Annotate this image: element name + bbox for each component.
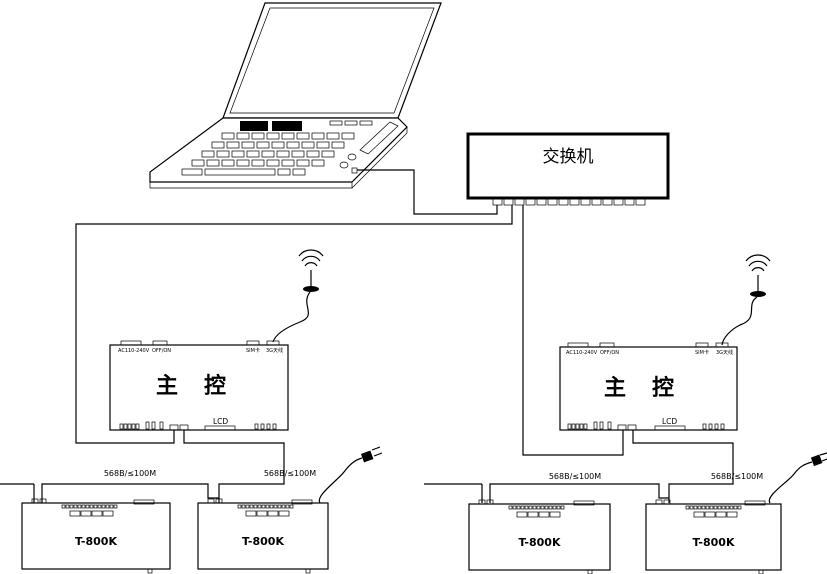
device-body [21, 502, 171, 570]
port-lcd-label: LCD [662, 417, 677, 426]
terminal-blocks [516, 511, 561, 518]
terminal-blocks [245, 510, 290, 517]
power-connector [291, 499, 313, 505]
ethernet-port [478, 499, 486, 505]
switch-controller-left-cable [75, 205, 513, 444]
controller-body [109, 344, 289, 431]
switch-controller-right-cable [522, 205, 624, 456]
laptop-side-port [359, 121, 399, 155]
controller-title: 主 控 [156, 373, 228, 399]
port-ac-label: AC110-240V [118, 348, 150, 354]
port-onoff-label: OFF/ON [600, 350, 619, 356]
controller-right: AC110-240V OFF/ON SIM卡 3G天线 主 控 LCD [559, 254, 771, 431]
power-connector [133, 499, 155, 505]
network-switch: 交换机 [466, 132, 670, 206]
connector-strip [237, 504, 294, 509]
ethernet-port [39, 498, 47, 504]
laptop-screen [222, 2, 442, 119]
terminal-blocks [693, 511, 738, 518]
device-body [645, 503, 782, 571]
laptop-switch-cable [357, 169, 498, 215]
device-chain-left-cable [41, 483, 219, 503]
speaker-grill-right [272, 121, 302, 131]
device-label: T-800K [519, 536, 561, 549]
ethernet-port [207, 498, 215, 504]
power-connector [573, 500, 595, 506]
controller-title: 主 控 [604, 375, 676, 401]
port-sim-label: SIM卡 [695, 349, 709, 356]
device-t800k: T-800K [197, 498, 329, 574]
cable-label: 568B/≤100M [711, 472, 763, 481]
connector-strip [685, 505, 742, 510]
connector-strip [61, 504, 118, 509]
device-label: T-800K [75, 535, 117, 548]
ethernet-port [663, 499, 671, 505]
device-label: T-800K [242, 535, 284, 548]
controller-right-device-2-cable [632, 430, 734, 503]
power-plug-icon [318, 446, 383, 504]
ethernet-port [215, 498, 223, 504]
port-ac-label: AC110-240V [566, 350, 598, 356]
laptop-screen-bezel [229, 7, 435, 114]
antenna-icon [745, 254, 771, 297]
cable-label: 568B/≤100M [104, 469, 156, 478]
terminal-blocks [69, 510, 114, 517]
port-onoff-label: OFF/ON [152, 348, 171, 354]
cable-label: 568B/≤100M [549, 472, 601, 481]
device-body [468, 503, 611, 571]
power-plug-icon [768, 452, 827, 504]
power-connector [744, 500, 766, 506]
device-chain-right-cable [489, 483, 669, 503]
switch-ports [492, 197, 646, 206]
device-body [197, 502, 329, 570]
keyboard [181, 132, 355, 176]
device-t800k: T-800K [468, 499, 611, 574]
switch-body [466, 132, 670, 200]
port-antenna-label: 3G天线 [716, 349, 733, 356]
ethernet-port [655, 499, 663, 505]
antenna-cable [272, 291, 311, 343]
devices: T-800K T-800K T-800K T-800K [21, 498, 782, 574]
laptop [149, 2, 442, 189]
device-label: T-800K [693, 536, 735, 549]
port-antenna-label: 3G天线 [266, 347, 283, 354]
ethernet-port [486, 499, 494, 505]
device-t800k: T-800K [645, 499, 782, 574]
device-t800k: T-800K [21, 498, 171, 574]
ethernet-port [31, 498, 39, 504]
controller-left: AC110-240V OFF/ON SIM卡 3G天线 主 控 LCD [109, 249, 324, 431]
laptop-base-front [149, 181, 353, 189]
port-sim-label: SIM卡 [246, 347, 260, 354]
port-lcd-label: LCD [213, 417, 228, 426]
controller-body [559, 346, 738, 431]
antenna-icon [298, 249, 324, 292]
speaker-grill-left [240, 121, 268, 131]
antenna-cable [721, 296, 758, 346]
controller-bottom-ports [567, 421, 725, 431]
switch-label: 交换机 [543, 147, 594, 167]
cable-label: 568B/≤100M [264, 469, 316, 478]
connector-strip [508, 505, 565, 510]
controller-left-device-2-cable [183, 430, 285, 503]
controller-bottom-ports [119, 421, 277, 431]
